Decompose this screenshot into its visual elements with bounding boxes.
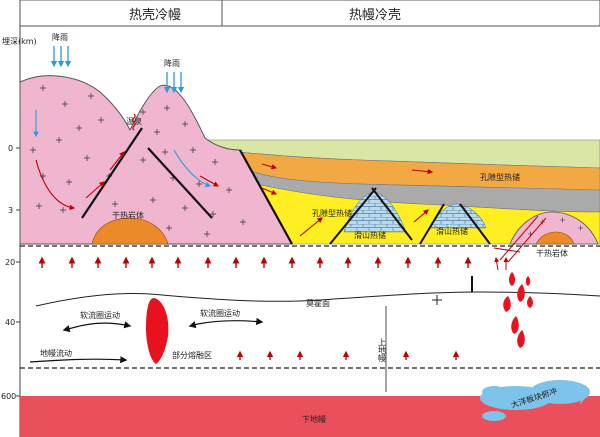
melt-zone-arrows — [236, 350, 460, 360]
hot-dry-rock-left-label: 干热岩体 — [112, 210, 144, 220]
basin-flow-arrows — [261, 163, 434, 237]
groundwater-flow-arrows — [33, 110, 219, 211]
header: 热壳冷幔 热幔冷壳 — [19, 0, 600, 27]
right-dome-faults — [493, 215, 547, 263]
tick-20: 20 — [5, 258, 15, 267]
rain-right-label: 降雨 — [164, 58, 180, 68]
heat-arrows-row — [38, 256, 472, 268]
slip-reservoir-2-label: 滑山热储 — [436, 226, 468, 236]
rain-left-label: 降雨 — [52, 32, 68, 42]
tick-0: 0 — [8, 144, 13, 153]
soft-flow-left-label: 软流圈运动 — [80, 310, 120, 320]
moho-label: 莫霍面 — [306, 298, 330, 308]
partial-melt-label: 部分熔融区 — [172, 350, 212, 360]
pink-crust-mountains — [19, 75, 293, 245]
lower-mantle-label: 下地幔 — [302, 414, 326, 424]
magma-rise-arrows — [494, 257, 509, 271]
right-pink-dome — [509, 211, 599, 245]
mantle-flow-arrow — [29, 356, 128, 364]
header-right-title: 热幔冷壳 — [349, 8, 401, 23]
tick-40: 40 — [5, 318, 15, 327]
soft-flow-right-arrow-back — [188, 321, 199, 329]
faults-left — [81, 127, 293, 245]
tick-3: 3 — [8, 206, 13, 215]
moho-cross-icon — [432, 295, 442, 305]
upper-mantle-label: 上地幔 — [378, 338, 387, 363]
soft-flow-left-arrow — [71, 321, 132, 329]
hot-spring-label: 温泉 — [126, 116, 142, 126]
hot-spring-icon — [132, 113, 136, 131]
hot-dry-rock-left — [91, 217, 169, 245]
slip-reservoir-1-label: 滑山热储 — [354, 230, 386, 240]
tick-600: 600 — [1, 392, 16, 401]
moho-line — [35, 291, 600, 307]
depth-axis-label: 埋深(km) — [2, 36, 37, 46]
soft-flow-left-arrow-back — [62, 325, 73, 333]
faults-right — [329, 187, 491, 245]
plate-subduction — [480, 380, 590, 421]
header-left-title: 热壳冷幔 — [129, 8, 181, 23]
porous-reservoir-left-label: 孔隙型热储 — [312, 208, 352, 218]
magma-droplets-right — [503, 272, 533, 348]
rain-right — [163, 72, 185, 94]
rain-left — [50, 46, 72, 68]
hot-dry-rock-right-label: 干热岩体 — [536, 248, 568, 258]
soft-flow-right-label: 软流圈运动 — [200, 308, 240, 318]
hot-dry-rock-right — [535, 231, 575, 245]
porous-reservoir-right-label: 孔隙型热储 — [480, 172, 520, 182]
magma-body-left — [146, 298, 169, 364]
soft-flow-right-arrow — [197, 317, 264, 326]
mantle-flow-label: 地幔流动 — [40, 348, 72, 358]
